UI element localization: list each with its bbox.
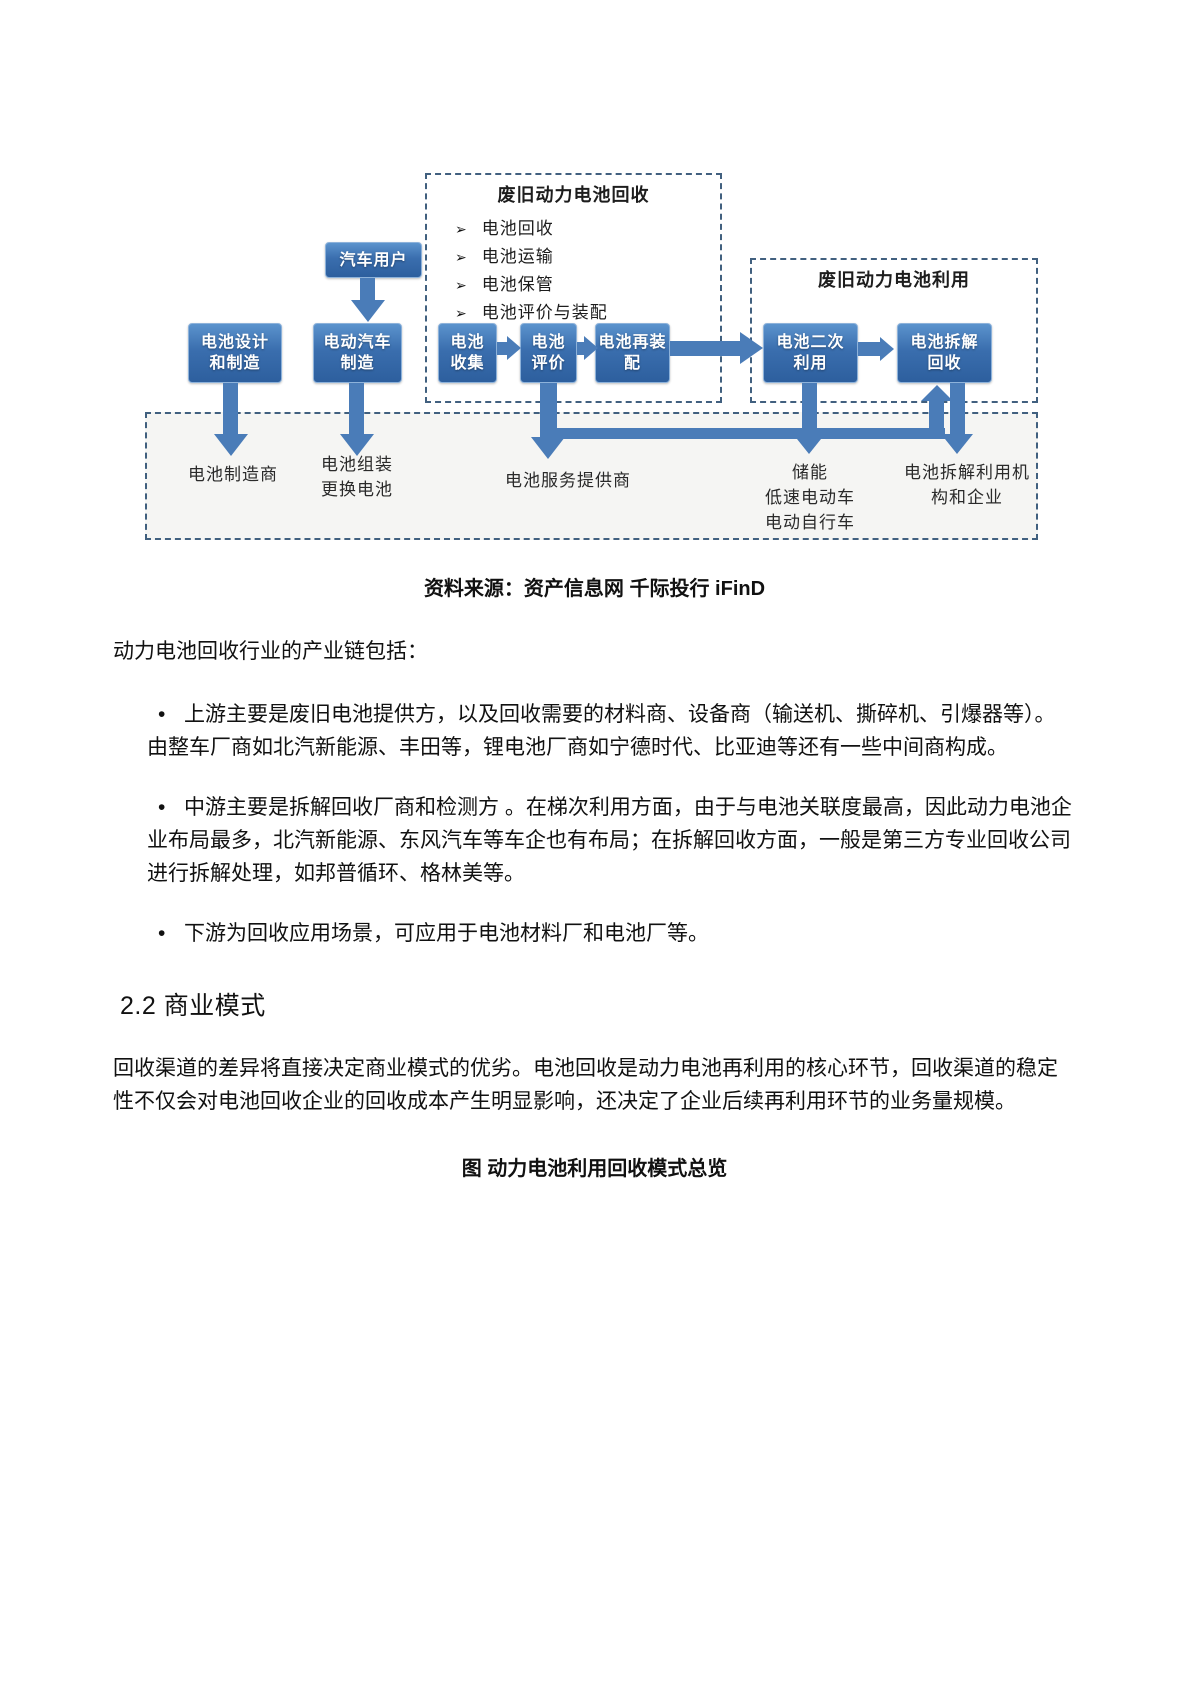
recycle-group-items: ➢ 电池回收 ➢ 电池运输 ➢ 电池保管 ➢ 电池评价与装配 — [455, 215, 720, 327]
label-battery-service: 电池服务提供商 — [505, 471, 631, 490]
arrow-collect-to-evaluate — [497, 342, 507, 355]
arrow-into-dismantle — [929, 400, 944, 439]
arrowhead-down-icon — [340, 434, 374, 456]
node-battery-repack: 电池再装 配 — [595, 323, 670, 383]
bullet-dot-icon: • — [158, 922, 166, 945]
bullet-text: 中游主要是拆解回收厂商和检测方 。在梯次利用方面，由于与电池关联度最高，因此动力… — [147, 796, 1072, 885]
node-battery-second-use: 电池二次 利用 — [763, 323, 858, 383]
bullet-item: • 下游为回收应用场景，可应用于电池材料厂和电池厂等。 — [113, 917, 1076, 950]
recycle-group-title: 废旧动力电池回收 — [497, 185, 650, 205]
arrow-seconduse-down — [802, 383, 817, 435]
bullet-text: 下游为回收应用场景，可应用于电池材料厂和电池厂等。 — [184, 922, 709, 945]
recycle-item: ➢ 电池运输 — [455, 243, 720, 271]
bullet-item: • 中游主要是拆解回收厂商和检测方 。在梯次利用方面，由于与电池关联度最高，因此… — [113, 791, 1076, 890]
node-battery-design: 电池设计 和制造 — [188, 323, 282, 383]
arrow-seconduse-to-dismantle — [858, 342, 880, 356]
source-caption: 资料来源：资产信息网 千际投行 iFinD — [423, 578, 766, 600]
label-energy-storage: 储能 低速电动车 电动自行车 — [765, 463, 855, 532]
arrow-evaluate-to-repack — [577, 342, 584, 355]
arrowhead-right-icon — [740, 332, 763, 364]
arrowhead-up-icon — [921, 385, 953, 401]
industry-chain-diagram: 废旧动力电池回收 ➢ 电池回收 ➢ 电池运输 ➢ 电池保管 ➢ 电池评价与装配 — [0, 0, 1189, 548]
recycle-item-label: 电池回收 — [481, 219, 554, 238]
bullet-dot-icon: • — [158, 703, 166, 726]
arrowhead-down-icon — [793, 434, 825, 454]
arrow-car-to-ev — [360, 278, 375, 302]
bullet-dot-icon: • — [158, 796, 166, 819]
arrow-evaluate-down — [540, 383, 557, 439]
arrowhead-down-icon — [941, 434, 973, 454]
recycle-item: ➢ 电池回收 — [455, 215, 720, 243]
arrowhead-right-icon — [584, 336, 598, 360]
node-battery-dismantle: 电池拆解 回收 — [897, 323, 992, 383]
arrow-dismantle-down — [950, 383, 965, 435]
recycle-group-box: 废旧动力电池回收 ➢ 电池回收 ➢ 电池运输 ➢ 电池保管 ➢ 电池评价与装配 — [425, 173, 722, 403]
recycle-item: ➢ 电池评价与装配 — [455, 299, 720, 327]
bullet-item: • 上游主要是废旧电池提供方，以及回收需要的材料商、设备商（输送机、撕碎机、引爆… — [113, 698, 1076, 764]
recycle-item-label: 电池保管 — [481, 275, 554, 294]
reuse-group-title: 废旧动力电池利用 — [818, 270, 970, 290]
node-battery-evaluate: 电池 评价 — [520, 323, 577, 383]
arrow-design-down — [223, 383, 238, 435]
connector-bar — [549, 428, 945, 439]
label-battery-assembly: 电池组装 更换电池 — [321, 455, 393, 499]
figure-caption: 图 动力电池利用回收模式总览 — [461, 1158, 728, 1180]
arrowhead-right-icon — [880, 337, 894, 361]
recycle-item-label: 电池评价与装配 — [481, 303, 608, 322]
section-heading: 2.2 商业模式 — [120, 992, 266, 1020]
body-paragraph: 回收渠道的差异将直接决定商业模式的优劣。电池回收是动力电池再利用的核心环节，回收… — [113, 1057, 1058, 1113]
arrow-bullet-icon: ➢ — [455, 305, 468, 321]
node-battery-collect: 电池 收集 — [438, 323, 497, 383]
arrowhead-down-icon — [214, 434, 248, 456]
arrowhead-down-icon — [531, 437, 565, 459]
intro-paragraph: 动力电池回收行业的产业链包括： — [113, 640, 428, 663]
arrowhead-right-icon — [507, 336, 521, 360]
arrowhead-down-icon — [351, 300, 385, 322]
recycle-item-label: 电池运输 — [481, 247, 554, 266]
label-dismantle-org: 电池拆解利用机 构和企业 — [904, 463, 1030, 507]
arrow-repack-to-seconduse — [670, 341, 740, 356]
node-car-user: 汽车用户 — [325, 242, 422, 278]
arrow-bullet-icon: ➢ — [455, 221, 468, 237]
label-battery-manufacturer: 电池制造商 — [188, 465, 278, 484]
reuse-group-box: 废旧动力电池利用 — [750, 258, 1038, 403]
recycle-item: ➢ 电池保管 — [455, 271, 720, 299]
bullet-list: • 上游主要是废旧电池提供方，以及回收需要的材料商、设备商（输送机、撕碎机、引爆… — [113, 698, 1076, 950]
arrow-ev-down — [349, 383, 364, 435]
node-ev-manufacture: 电动汽车 制造 — [313, 323, 402, 383]
arrow-bullet-icon: ➢ — [455, 249, 468, 265]
arrow-bullet-icon: ➢ — [455, 277, 468, 293]
bullet-text: 上游主要是废旧电池提供方，以及回收需要的材料商、设备商（输送机、撕碎机、引爆器等… — [147, 703, 1056, 759]
